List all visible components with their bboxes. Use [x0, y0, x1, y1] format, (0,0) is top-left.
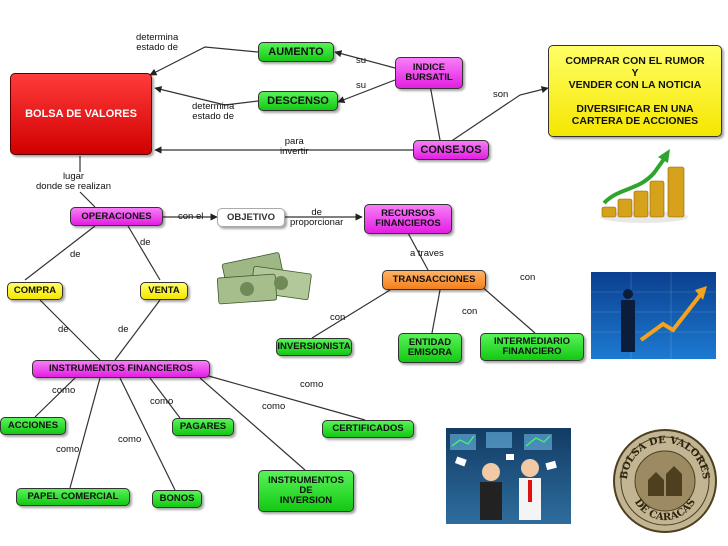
edge-inst-bonos	[119, 377, 176, 491]
edge-inst-instinv	[199, 377, 306, 471]
business-chart-image	[591, 272, 716, 359]
label-como-instrumentos: como	[262, 401, 286, 412]
label-con-inversionista: con	[330, 312, 346, 323]
edge-indice-descenso	[337, 79, 396, 104]
label-como-bonos: como	[118, 434, 142, 445]
node-aumento: AUMENTO	[258, 42, 334, 62]
edge-trans-inv	[311, 289, 391, 339]
node-venta: VENTA	[140, 282, 188, 300]
edge-consejos-indice	[429, 84, 441, 141]
node-recursos-financieros: RECURSOS FINANCIEROS	[364, 204, 452, 234]
node-transacciones: TRANSACCIONES	[382, 270, 486, 290]
node-descenso: DESCENSO	[258, 91, 338, 111]
edge-recursos-transacciones	[407, 232, 429, 271]
label-su-1: su	[356, 55, 367, 66]
node-intermediario-financiero: INTERMEDIARIO FINANCIERO	[480, 333, 584, 361]
label-su-2: su	[356, 80, 367, 91]
label-de-proporcionar: de proporcionar	[290, 207, 344, 228]
node-objetivo: OBJETIVO	[217, 208, 285, 227]
node-instrumentos-financieros: INSTRUMENTOS FINANCIEROS	[32, 360, 210, 378]
label-con-el: con el	[178, 211, 204, 222]
label-como-pagares: como	[150, 396, 174, 407]
edge-inst-cert	[204, 374, 366, 421]
coins-growth-image	[598, 145, 694, 225]
node-operaciones: OPERACIONES	[70, 207, 163, 226]
label-como-papel: como	[56, 444, 80, 455]
edge-compra-inst	[39, 299, 101, 361]
node-instrumentos-inversion: INSTRUMENTOS DE INVERSION	[258, 470, 354, 512]
edge-consejos-text	[449, 86, 549, 143]
label-de-compra: de	[70, 249, 81, 260]
node-inversionista: INVERSIONISTA	[276, 338, 352, 356]
node-compra: COMPRA	[7, 282, 63, 300]
node-pagares: PAGARES	[172, 418, 234, 436]
traders-image	[446, 428, 571, 524]
node-bonos: BONOS	[152, 490, 202, 508]
edge-inst-papel	[69, 377, 101, 489]
money-bills-image	[214, 248, 320, 308]
label-de-left: de	[58, 324, 69, 335]
label-como-acciones: como	[52, 385, 76, 396]
label-determina-bottom: determina estado de	[192, 101, 235, 122]
edge-inst-pag	[149, 377, 181, 419]
node-indice-bursatil: INDICE BURSATIL	[395, 57, 463, 89]
edge-aumento-bolsa	[149, 46, 259, 76]
node-consejo-text: COMPRAR CON EL RUMOR Y VENDER CON LA NOT…	[548, 45, 722, 137]
node-consejos: CONSEJOS	[413, 140, 489, 160]
edge-inst-acc	[34, 377, 76, 418]
label-determina-top: determina estado de	[136, 32, 179, 53]
label-para-invertir: para invertir	[280, 136, 309, 157]
node-entidad-emisora: ENTIDAD EMISORA	[398, 333, 462, 363]
edge-descenso-bolsa	[154, 86, 259, 106]
label-con-entidad: con	[462, 306, 478, 317]
edge-op-compra	[24, 225, 96, 281]
label-lugar: lugar donde se realizan	[36, 171, 111, 192]
edge-trans-int	[479, 284, 536, 334]
label-con-intermediario: con	[520, 272, 536, 283]
node-certificados: CERTIFICADOS	[322, 420, 414, 438]
edge-bolsa-operaciones	[79, 156, 96, 208]
label-son: son	[493, 89, 509, 100]
node-acciones: ACCIONES	[0, 417, 66, 435]
edge-trans-ent	[431, 289, 441, 334]
node-bolsa-de-valores: BOLSA DE VALORES	[10, 73, 152, 155]
label-a-traves: a traves	[410, 248, 444, 259]
bolsa-caracas-seal: BOLSA DE VALORES DE CARACAS	[612, 428, 718, 534]
edge-op-venta	[127, 225, 161, 281]
node-papel-comercial: PAPEL COMERCIAL	[16, 488, 130, 506]
label-de-venta: de	[140, 237, 151, 248]
label-como-certificados: como	[300, 379, 324, 390]
label-de-right: de	[118, 324, 129, 335]
edge-venta-inst	[114, 299, 161, 361]
edge-indice-aumento	[334, 50, 396, 69]
